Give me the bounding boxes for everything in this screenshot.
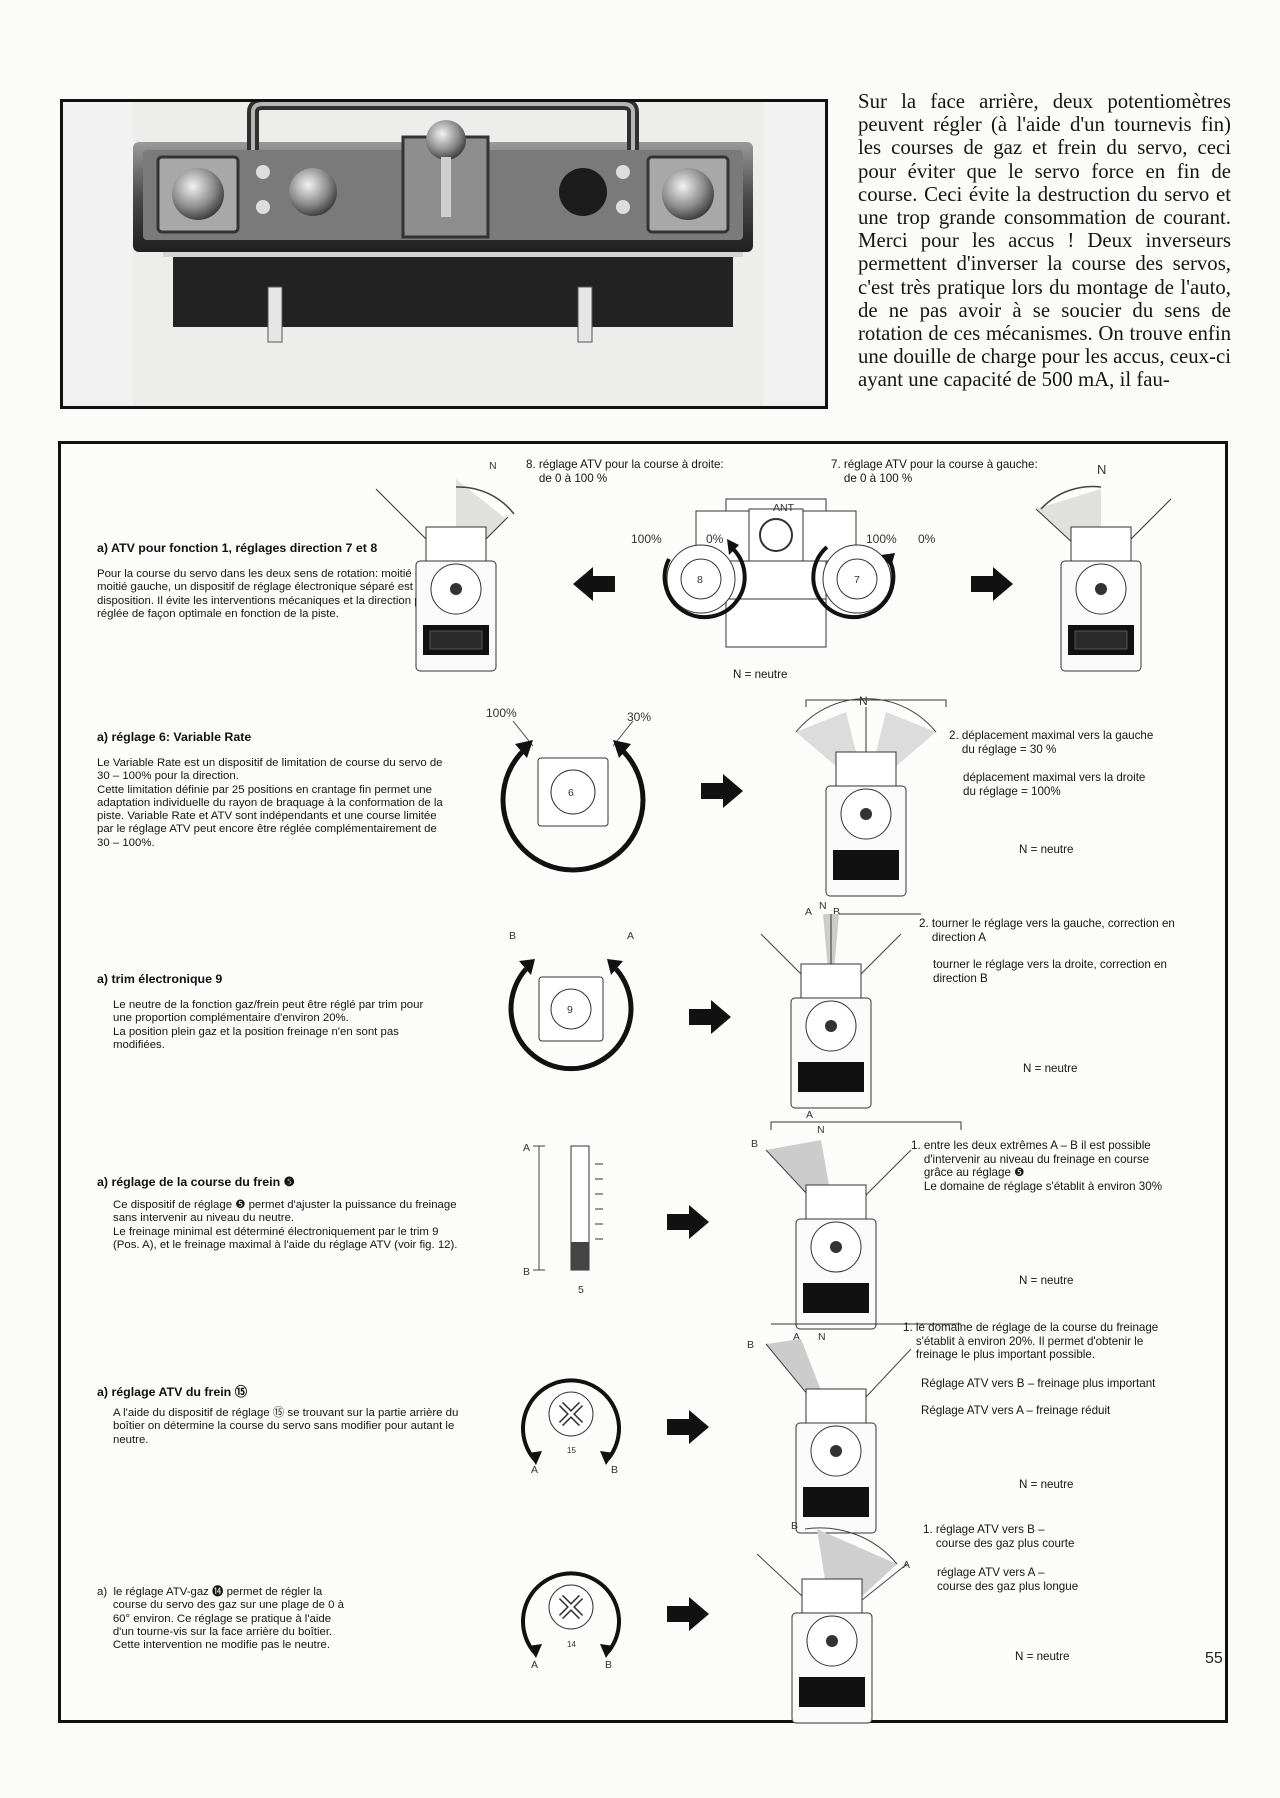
trim-knob-num: 9 (567, 1004, 573, 1016)
frein-label-b: B (523, 1266, 531, 1278)
vr-pct-30: 30% (627, 710, 652, 724)
atv-n-left: N (489, 460, 497, 472)
atv-servo-right (1035, 485, 1172, 672)
trim-caption-1: 2. tourner le réglage vers la gauche, co… (919, 917, 1175, 944)
atv-frein-top-a: A (793, 1331, 801, 1343)
atv-frein-top-n: N (818, 1331, 826, 1343)
atv-gaz-knob-diagram (521, 1571, 621, 1658)
atv-frein-label-a: A (531, 1464, 539, 1476)
frein-slider-diagram (533, 1145, 603, 1271)
atv-knob-7: 7 (854, 574, 860, 586)
vr-body: Le Variable Rate est un dispositif de li… (97, 757, 443, 849)
atv-knob-8: 8 (697, 574, 703, 586)
vr-neutre: N = neutre (1019, 843, 1074, 856)
atv-frein-servo-diagram (765, 1323, 961, 1534)
atv-frein-label-b: B (611, 1464, 619, 1476)
atv-gaz-caption-2: réglage ATV vers A – course des gaz plus… (937, 1566, 1079, 1593)
atv-gaz-caption-1: 1. réglage ATV vers B – course des gaz p… (923, 1523, 1075, 1550)
atv-frein-caption-2: Réglage ATV vers B – freinage plus impor… (921, 1377, 1156, 1390)
trim-title: a) trim électronique 9 (97, 972, 223, 986)
atv-frein-knob-num: 15 (567, 1446, 576, 1455)
frein-arrow-icon (667, 1205, 709, 1239)
atv-gaz-body: a) le réglage ATV-gaz ⓮ permet de régler… (97, 1586, 344, 1652)
trim-top-n: N (819, 900, 827, 912)
vr-arrow-icon (701, 774, 743, 808)
atv-gaz-servo-diagram (756, 1527, 908, 1724)
trim-top-b: B (833, 906, 841, 918)
atv-n-right: N (1097, 462, 1107, 477)
atv-frein-caption-1: 1. le domaine de réglage de la course du… (903, 1321, 1159, 1362)
atv-pct-100-b: 100% (866, 532, 897, 546)
atv-caption-right: 8. réglage ATV pour la course à droite: … (526, 458, 724, 485)
atv-body: Pour la course du servo dans les deux se… (97, 568, 460, 620)
frein-caption-1: 1. entre les deux extrêmes A – B il est … (911, 1139, 1162, 1193)
atv-title: a) ATV pour fonction 1, réglages directi… (97, 541, 378, 555)
ant-label: ANT (773, 502, 794, 514)
vr-servo-diagram (795, 698, 947, 897)
atv-neutre: N = neutre (733, 668, 788, 681)
atv-gaz-neutre: N = neutre (1015, 1650, 1070, 1663)
atv-gaz-label-a: A (531, 1659, 539, 1671)
frein-body: Ce dispositif de réglage ❺ permet d'ajus… (113, 1199, 458, 1251)
frein-servo-diagram (765, 1121, 962, 1330)
trim-label-b: B (509, 930, 517, 942)
atv-pct-0-b: 0% (918, 532, 936, 546)
trim-servo-diagram (760, 913, 921, 1109)
atv-frein-title: a) réglage ATV du frein ⑮ (97, 1385, 248, 1399)
atv-transmitter-diagram (662, 498, 896, 648)
atv-gaz-arrow-icon (667, 1597, 709, 1631)
atv-gaz-label-b: B (605, 1659, 613, 1671)
vr-title: a) réglage 6: Variable Rate (97, 730, 252, 744)
trim-caption-2: tourner le réglage vers la droite, corre… (933, 958, 1167, 985)
intro-paragraph: Sur la face arrière, deux potentiomètres… (858, 90, 1231, 392)
frein-neutre: N = neutre (1019, 1274, 1074, 1287)
trim-top-a: A (805, 906, 813, 918)
frein-top-a: A (806, 1109, 814, 1121)
atv-pct-100-a: 100% (631, 532, 662, 546)
trim-arrow-icon (689, 1000, 731, 1034)
trim-neutre: N = neutre (1023, 1062, 1078, 1075)
atv-frein-top-b: B (747, 1339, 755, 1351)
trim-body: Le neutre de la fonction gaz/frein peut … (113, 999, 424, 1051)
atv-caption-left: 7. réglage ATV pour la course à gauche: … (831, 458, 1038, 485)
atv-frein-knob-diagram (521, 1378, 621, 1465)
atv-frein-neutre: N = neutre (1019, 1478, 1074, 1491)
atv-frein-body: A l'aide du dispositif de réglage ⑮ se t… (113, 1407, 459, 1446)
frein-label-a: A (523, 1142, 531, 1154)
vr-knob-diagram (500, 720, 646, 873)
atv-pct-0-a: 0% (706, 532, 724, 546)
atv-frein-arrow-icon (667, 1410, 709, 1444)
frein-title: a) réglage de la course du frein ❺ (97, 1175, 295, 1189)
vr-knob-num: 6 (568, 787, 574, 799)
frein-slider-num: 5 (578, 1284, 584, 1296)
vr-caption-1: 2. déplacement maximal vers la gauche du… (949, 729, 1154, 756)
vr-pct-100: 100% (486, 706, 517, 720)
atv-gaz-knob-num: 14 (567, 1640, 576, 1649)
diagram-panel: a) ATV pour fonction 1, réglages directi… (58, 441, 1228, 1724)
vr-caption-2: déplacement maximal vers la droite du ré… (963, 771, 1146, 798)
transmitter-photo (60, 99, 828, 409)
frein-top-n: N (817, 1124, 825, 1136)
atv-gaz-top-b: B (791, 1520, 799, 1532)
atv-frein-caption-3: Réglage ATV vers A – freinage réduit (921, 1404, 1111, 1417)
trim-label-a: A (627, 930, 635, 942)
atv-arrow-left-icon (573, 567, 615, 601)
trim-knob-diagram (508, 959, 634, 1072)
atv-arrow-right-icon (971, 567, 1013, 601)
vr-n: N (859, 694, 868, 708)
atv-servo-left (375, 479, 515, 672)
page-number: 55 (1205, 1650, 1223, 1667)
frein-top-b: B (751, 1138, 759, 1150)
